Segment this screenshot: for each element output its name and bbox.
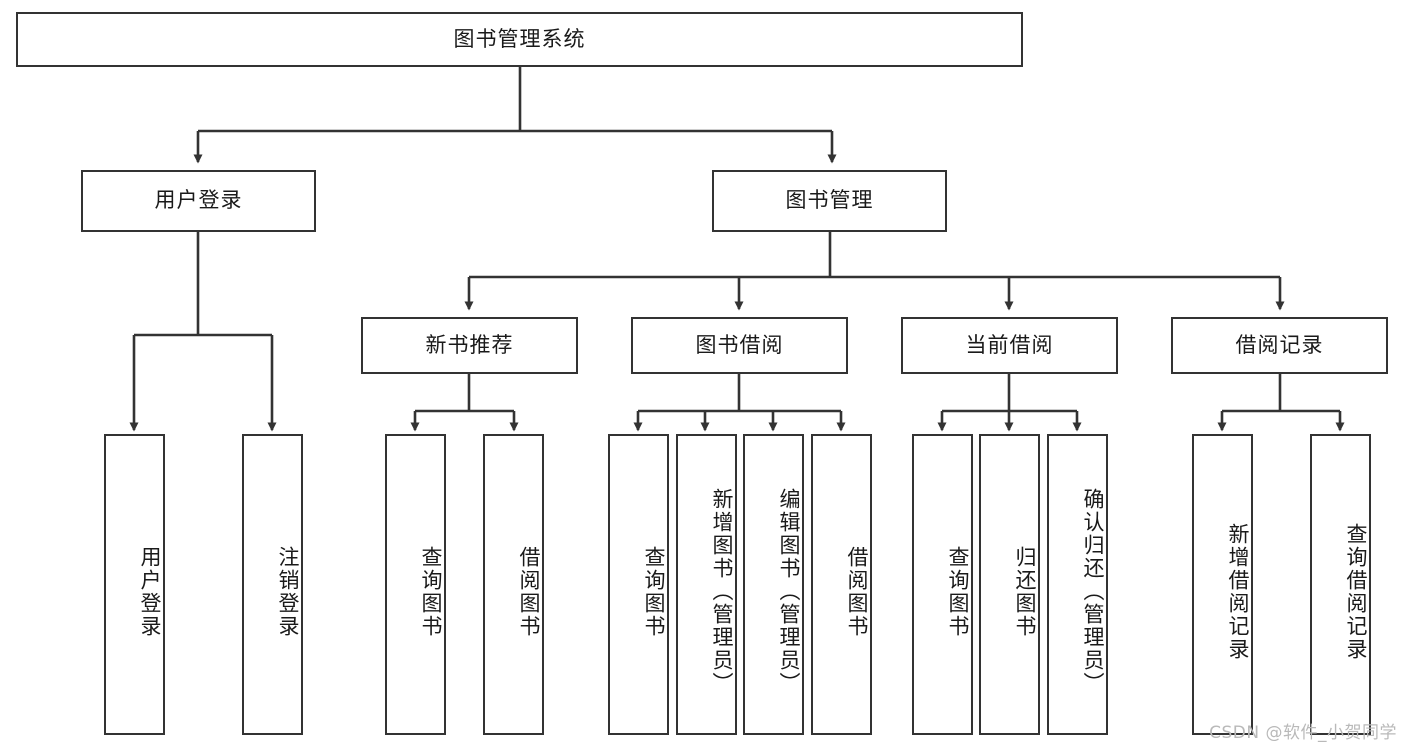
leaf-label: 编辑图书（管理员）: [777, 488, 801, 695]
leaf-current-confirm-return-admin[interactable]: 确认归还（管理员）: [1047, 434, 1108, 735]
leaf-label: 借阅图书: [845, 545, 869, 638]
csdn-watermark: CSDN @软件_小贺同学: [1209, 723, 1397, 743]
leaf-label: 查询借阅记录: [1344, 522, 1368, 661]
leaf-current-return-book[interactable]: 归还图书: [979, 434, 1040, 735]
leaf-label: 查询图书: [642, 545, 666, 638]
node-book-borrow[interactable]: 图书借阅: [631, 317, 848, 374]
leaf-user-login-logout[interactable]: 注销登录: [242, 434, 303, 735]
leaf-borrow-borrow-book[interactable]: 借阅图书: [811, 434, 872, 735]
node-current-borrow[interactable]: 当前借阅: [901, 317, 1118, 374]
leaf-borrow-edit-book-admin[interactable]: 编辑图书（管理员）: [743, 434, 804, 735]
leaf-label: 新增图书（管理员）: [710, 488, 734, 695]
leaf-record-query-record[interactable]: 查询借阅记录: [1310, 434, 1371, 735]
node-borrow-record[interactable]: 借阅记录: [1171, 317, 1388, 374]
leaf-label: 新增借阅记录: [1226, 522, 1250, 661]
node-root-system[interactable]: 图书管理系统: [16, 12, 1023, 67]
leaf-label: 借阅图书: [517, 545, 541, 638]
leaf-label: 注销登录: [276, 545, 300, 638]
leaf-record-add-record[interactable]: 新增借阅记录: [1192, 434, 1253, 735]
node-new-book-recommend[interactable]: 新书推荐: [361, 317, 578, 374]
leaf-borrow-add-book-admin[interactable]: 新增图书（管理员）: [676, 434, 737, 735]
node-book-management[interactable]: 图书管理: [712, 170, 947, 232]
leaf-label: 查询图书: [946, 545, 970, 638]
node-user-login[interactable]: 用户登录: [81, 170, 316, 232]
leaf-borrow-query-book[interactable]: 查询图书: [608, 434, 669, 735]
leaf-current-query-book[interactable]: 查询图书: [912, 434, 973, 735]
leaf-label: 查询图书: [419, 545, 443, 638]
leaf-user-login-login[interactable]: 用户登录: [104, 434, 165, 735]
leaf-recommend-query-book[interactable]: 查询图书: [385, 434, 446, 735]
leaf-label: 确认归还（管理员）: [1081, 488, 1105, 695]
leaf-label: 归还图书: [1013, 545, 1037, 638]
leaf-recommend-borrow-book[interactable]: 借阅图书: [483, 434, 544, 735]
leaf-label: 用户登录: [138, 545, 162, 638]
